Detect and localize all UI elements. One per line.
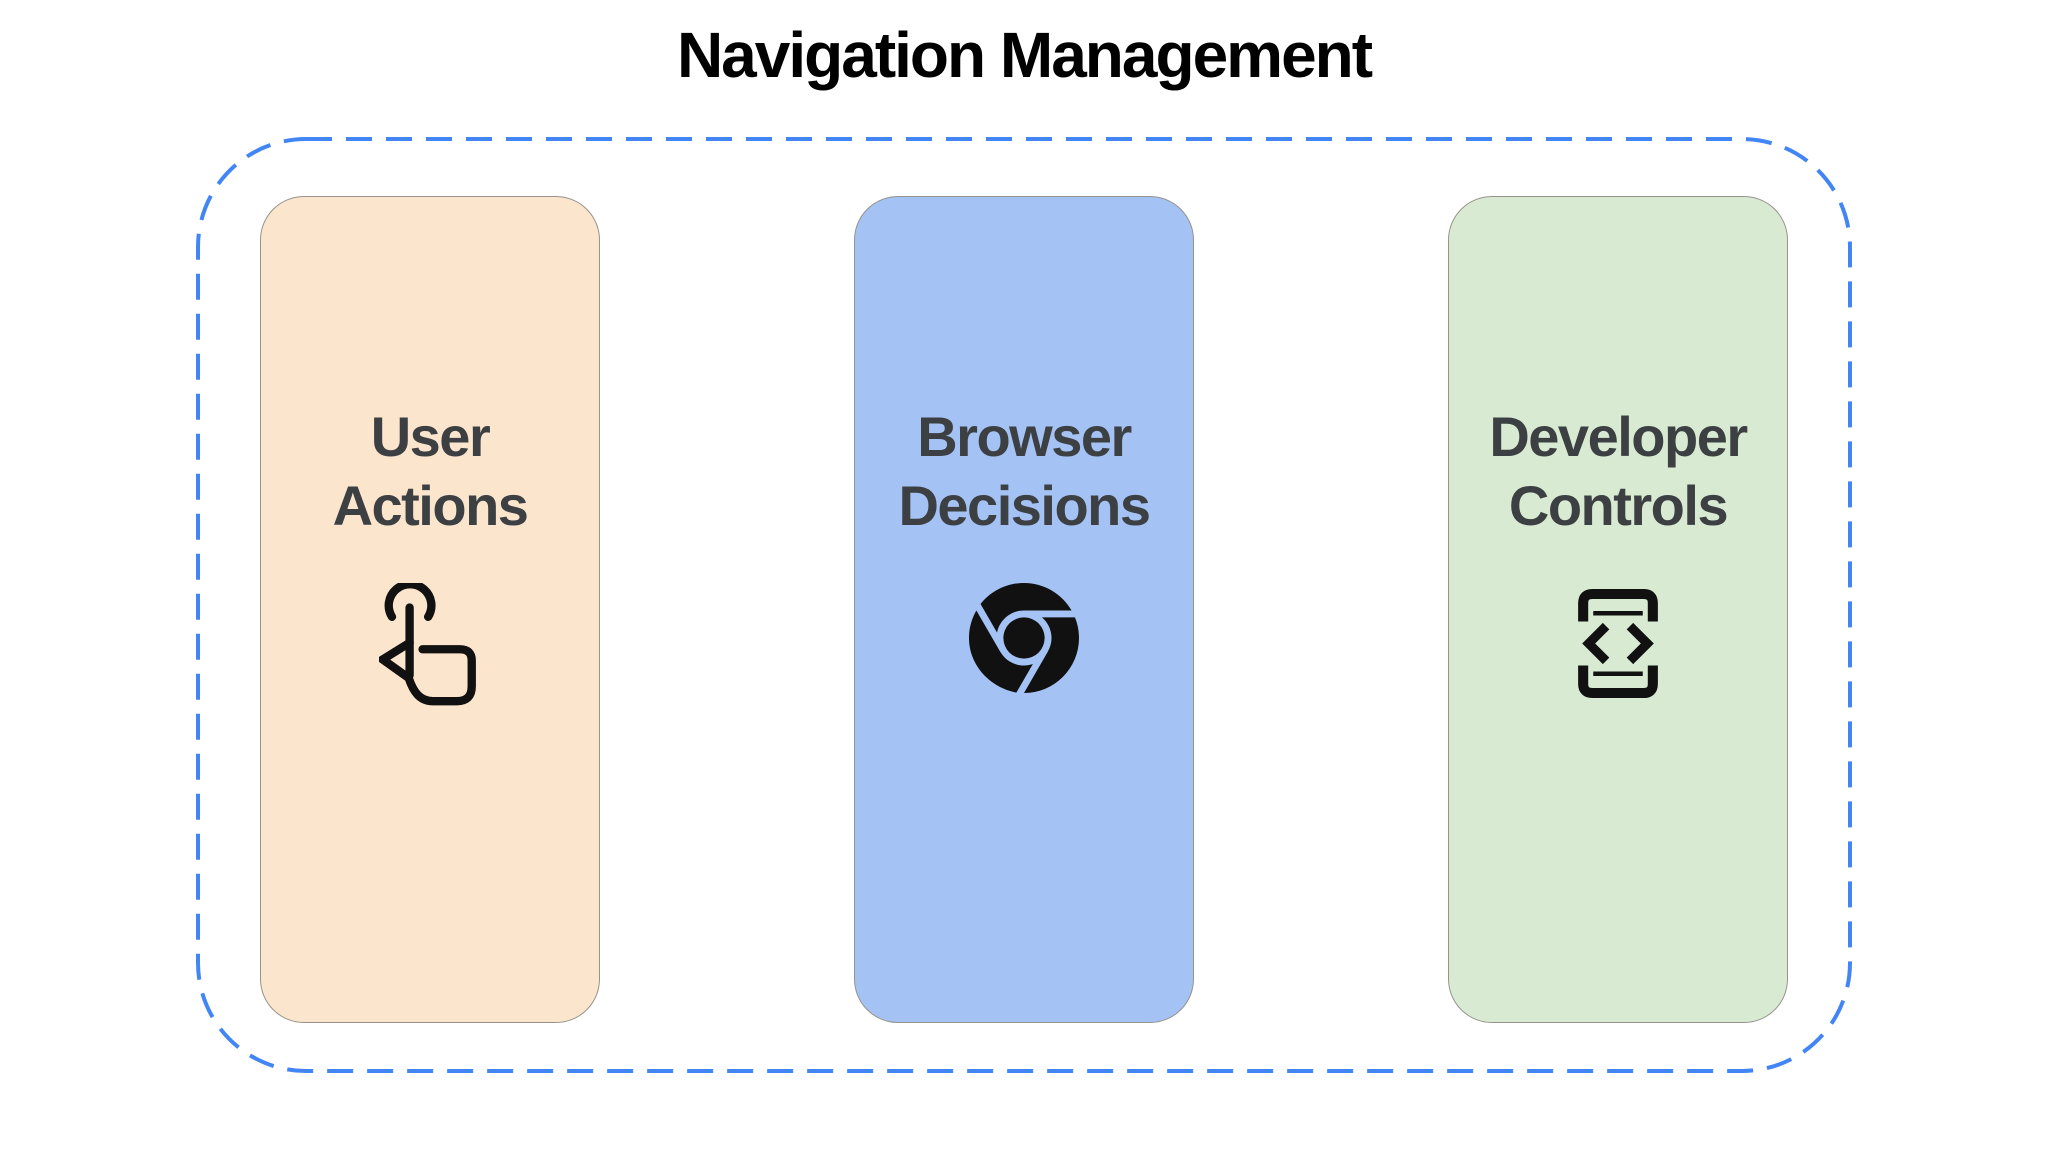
card-browser-decisions: Browser Decisions bbox=[854, 196, 1194, 1023]
cards-row: User Actions Browser Decisions bbox=[196, 137, 1852, 1073]
card-label-line1: Developer bbox=[1489, 405, 1748, 468]
card-user-actions: User Actions bbox=[260, 196, 600, 1023]
card-developer-controls-label: Developer Controls bbox=[1489, 402, 1748, 541]
card-label-line1: Browser bbox=[917, 405, 1132, 468]
chrome-browser-icon bbox=[969, 582, 1079, 693]
card-label-line2: Actions bbox=[332, 474, 529, 538]
developer-mode-icon bbox=[1572, 583, 1664, 704]
card-user-actions-label: User Actions bbox=[332, 402, 529, 541]
card-label-line2: Decisions bbox=[898, 474, 1151, 538]
dashed-group-border bbox=[196, 137, 1852, 1073]
card-label-line2: Controls bbox=[1508, 474, 1729, 538]
navigation-management-group: User Actions Browser Decisions bbox=[196, 137, 1852, 1073]
card-browser-decisions-label: Browser Decisions bbox=[898, 402, 1151, 541]
diagram-title: Navigation Management bbox=[676, 19, 1373, 91]
card-developer-controls: Developer Controls bbox=[1448, 196, 1788, 1023]
tap-gesture-icon bbox=[379, 582, 481, 709]
card-label-line1: User bbox=[370, 405, 491, 468]
